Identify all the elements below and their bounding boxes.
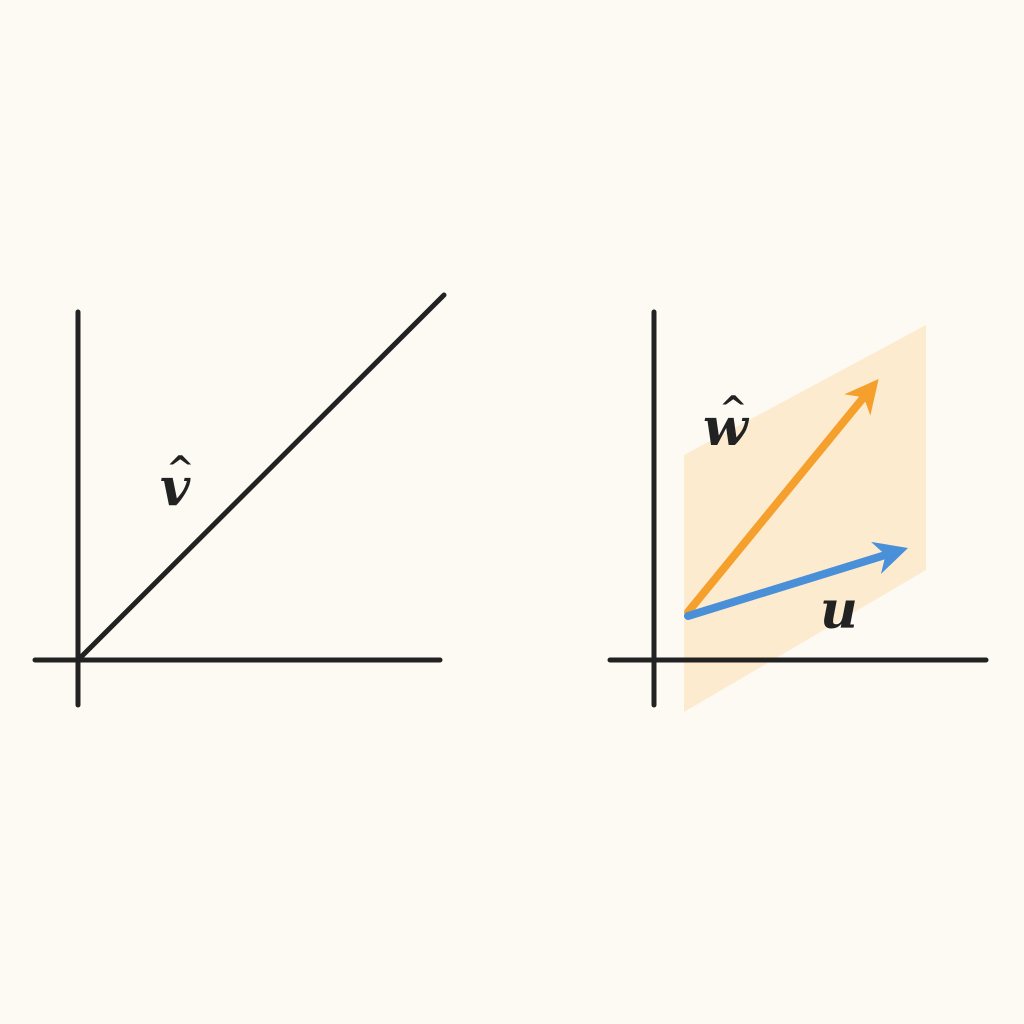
v-hat-accent: ^	[166, 449, 195, 489]
w-hat-vector	[684, 378, 879, 616]
w-hat-accent: ^	[719, 389, 748, 429]
right-diagram	[607, 309, 989, 712]
left-diagram	[32, 292, 447, 708]
span-plane	[684, 325, 926, 712]
w-hat-label: w	[703, 397, 748, 458]
u-vector	[684, 541, 909, 620]
v-hat-label: v	[160, 457, 191, 518]
u-label: u	[820, 580, 858, 641]
v-hat-line	[77, 292, 447, 661]
